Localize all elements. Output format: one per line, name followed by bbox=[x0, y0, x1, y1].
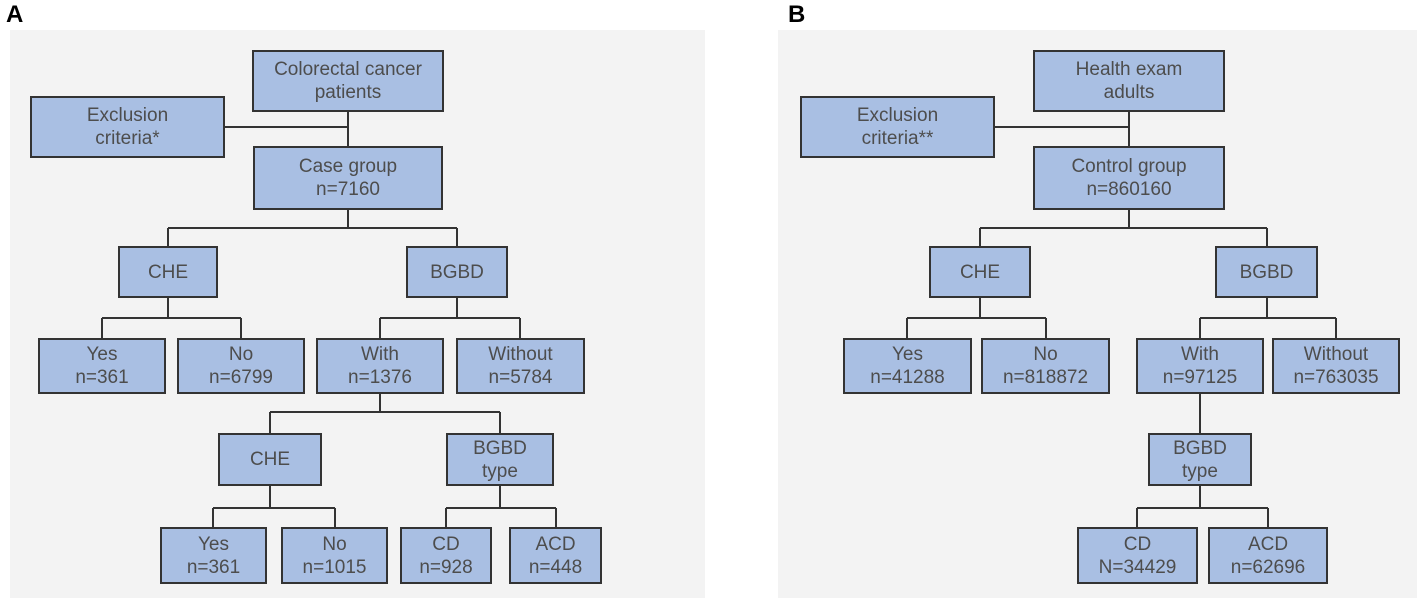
panel-b-label: B bbox=[788, 1, 806, 28]
b-che-yes-box: Yes n=41288 bbox=[843, 338, 972, 394]
box-line: n=448 bbox=[528, 556, 583, 578]
b-group-box: Control group n=860160 bbox=[1033, 146, 1225, 210]
box-line: Exclusion bbox=[86, 105, 169, 126]
a-bgbd-type-box: BGBD type bbox=[446, 433, 554, 486]
box-line: CHE bbox=[147, 261, 189, 283]
box-line: N=34429 bbox=[1098, 556, 1177, 578]
connector bbox=[212, 486, 336, 527]
b-bgbd-without-box: Without n=763035 bbox=[1272, 338, 1400, 394]
a-with-che-yes-box: Yes n=361 bbox=[160, 527, 267, 584]
connector bbox=[167, 210, 458, 246]
box-line: No bbox=[1033, 344, 1058, 365]
connectors-panel-b bbox=[906, 112, 1337, 527]
box-line: With bbox=[1181, 344, 1219, 365]
a-bgbd-with-box: With n=1376 bbox=[316, 338, 444, 394]
box-line: BGBD bbox=[430, 261, 484, 283]
b-bgbd-with-box: With n=97125 bbox=[1136, 338, 1264, 394]
connector bbox=[1199, 298, 1337, 338]
box-line: Yes bbox=[892, 344, 923, 365]
a-exclusion-box: Exclusion criteria* bbox=[30, 96, 225, 158]
box-line: n=1376 bbox=[348, 367, 412, 388]
connector bbox=[101, 298, 242, 338]
box-line: n=860160 bbox=[1086, 179, 1172, 200]
a-bgbd-without-box: Without n=5784 bbox=[456, 338, 585, 394]
b-che-no-box: No n=818872 bbox=[981, 338, 1110, 394]
box-line: Control group bbox=[1071, 156, 1187, 177]
box-line: With bbox=[361, 344, 399, 365]
box-line: n=97125 bbox=[1162, 367, 1238, 388]
box-line: BGBD bbox=[1239, 261, 1294, 283]
connector bbox=[379, 298, 521, 338]
b-exclusion-box: Exclusion criteria** bbox=[800, 96, 995, 158]
b-che-box: CHE bbox=[929, 246, 1031, 298]
box-line: No bbox=[322, 533, 347, 555]
box-line: n=818872 bbox=[1002, 367, 1089, 388]
box-line: Yes bbox=[86, 344, 118, 365]
connector bbox=[445, 486, 557, 527]
box-line: adults bbox=[1103, 82, 1155, 103]
box-line: criteria* bbox=[95, 128, 160, 149]
box-line: n=361 bbox=[186, 556, 241, 578]
box-line: Colorectal cancer bbox=[274, 59, 422, 80]
a-bgbd-box: BGBD bbox=[406, 246, 508, 298]
box-line: patients bbox=[314, 82, 382, 103]
box-line: n=6799 bbox=[209, 367, 273, 388]
box-line: type bbox=[1182, 460, 1218, 482]
box-line: Without bbox=[1303, 344, 1369, 365]
box-line: No bbox=[228, 344, 254, 365]
b-root-box: Health exam adults bbox=[1033, 50, 1225, 112]
box-line: CD bbox=[1123, 533, 1152, 555]
b-type-acd-box: ACD n=62696 bbox=[1208, 527, 1328, 584]
box-line: n=5784 bbox=[488, 367, 553, 388]
connector bbox=[906, 298, 1047, 338]
box-line: n=62696 bbox=[1230, 556, 1306, 578]
box-line: Health exam bbox=[1075, 59, 1183, 80]
box-line: BGBD bbox=[473, 437, 527, 459]
b-bgbd-type-box: BGBD type bbox=[1148, 433, 1252, 486]
box-line: n=41288 bbox=[870, 367, 945, 388]
a-che-no-box: No n=6799 bbox=[177, 338, 305, 394]
box-line: BGBD bbox=[1173, 437, 1227, 459]
a-che-yes-box: Yes n=361 bbox=[38, 338, 166, 394]
b-bgbd-box: BGBD bbox=[1215, 246, 1318, 298]
a-type-cd-box: CD n=928 bbox=[400, 527, 492, 584]
box-line: type bbox=[482, 460, 518, 482]
connector bbox=[1136, 486, 1269, 527]
box-line: Case group bbox=[298, 156, 398, 177]
b-type-cd-box: CD N=34429 bbox=[1077, 527, 1198, 584]
a-root-box: Colorectal cancer patients bbox=[252, 50, 444, 112]
panel-a-label: A bbox=[6, 1, 24, 28]
box-line: n=1015 bbox=[302, 556, 367, 578]
box-line: criteria** bbox=[861, 128, 934, 149]
box-line: ACD bbox=[1247, 533, 1289, 555]
connectors-panel-a bbox=[101, 112, 557, 527]
box-line: n=928 bbox=[419, 556, 473, 578]
a-che-box: CHE bbox=[118, 246, 218, 298]
box-line: CD bbox=[432, 533, 460, 555]
box-line: n=763035 bbox=[1293, 367, 1379, 388]
connector bbox=[269, 394, 501, 433]
box-line: Exclusion bbox=[856, 105, 939, 126]
box-line: CHE bbox=[959, 261, 1001, 283]
box-line: n=7160 bbox=[316, 179, 380, 200]
box-line: Without bbox=[488, 344, 553, 365]
box-line: CHE bbox=[249, 449, 291, 470]
connector bbox=[979, 210, 1268, 246]
a-with-che-box: CHE bbox=[218, 433, 322, 486]
a-type-acd-box: ACD n=448 bbox=[509, 527, 602, 584]
box-line: Yes bbox=[198, 533, 229, 555]
a-with-che-no-box: No n=1015 bbox=[281, 527, 388, 584]
box-line: ACD bbox=[535, 533, 576, 555]
box-line: n=361 bbox=[75, 367, 129, 388]
a-group-box: Case group n=7160 bbox=[253, 146, 443, 210]
